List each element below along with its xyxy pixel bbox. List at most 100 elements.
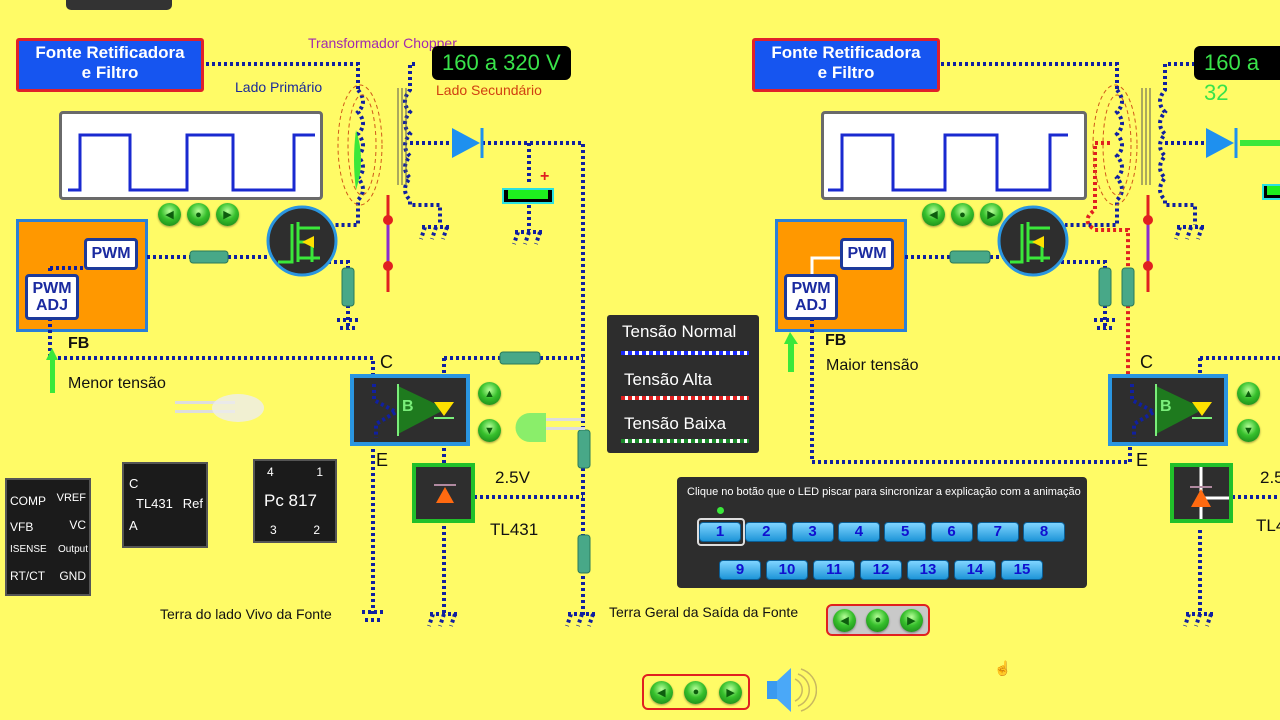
pwm-adj-line2: ADJ	[35, 297, 68, 314]
primary-side-label: Lado Primário	[235, 79, 323, 95]
ref-voltage-right: 2.5	[1260, 468, 1280, 487]
ground-output-label: Terra Geral da Saída da Fonte	[609, 604, 799, 620]
active-outline	[697, 518, 745, 546]
rectifier-filter-box-right: Fonte Retificadora e Filtro	[752, 38, 940, 92]
pin-2: 2	[313, 523, 320, 537]
e-label-left: E	[376, 450, 389, 470]
pause-button[interactable]: ●	[187, 203, 210, 226]
sync-button-1[interactable]: 1	[699, 522, 741, 542]
pwm-adj-line1: PWM	[791, 280, 831, 297]
down-button[interactable]: ▼	[478, 419, 501, 442]
down-button[interactable]: ▼	[1237, 419, 1260, 442]
legend-high-line	[621, 396, 749, 400]
optocoupler-right: B	[1108, 374, 1228, 446]
up-button[interactable]: ▲	[478, 382, 501, 405]
legend-high: Tensão Alta	[624, 370, 712, 389]
tl431-label-right: TL4	[1256, 516, 1280, 535]
fb-label-right: FB	[825, 332, 847, 349]
pin-ref: Ref	[182, 496, 203, 511]
sync-button-10[interactable]: 10	[766, 560, 808, 580]
sync-button-9[interactable]: 9	[719, 560, 761, 580]
sync-button-12[interactable]: 12	[860, 560, 902, 580]
ref-voltage-left: 2.5V	[495, 468, 530, 487]
rectifier-title-line2: e Filtro	[817, 63, 875, 82]
led-off	[175, 394, 264, 422]
sync-button-13[interactable]: 13	[907, 560, 949, 580]
panel-controls: ◀ ● ▶	[826, 604, 930, 636]
prev-button[interactable]: ◀	[922, 203, 945, 226]
led-indicator	[717, 507, 724, 514]
chip-name: TL431	[136, 496, 173, 511]
sync-button-15[interactable]: 15	[1001, 560, 1043, 580]
pin-3: 3	[270, 523, 277, 537]
sync-instruction: Clique no botão que o LED piscar para si…	[687, 486, 1081, 498]
chip-name: Pc 817	[264, 491, 317, 510]
main-next-button[interactable]: ▶	[719, 680, 743, 704]
pin-vref: VREF	[56, 492, 86, 504]
opto-adjust-left: ▲ ▼	[478, 382, 501, 442]
pwm-adj-line2: ADJ	[794, 297, 827, 314]
sync-button-2[interactable]: 2	[745, 522, 788, 542]
sync-button-14[interactable]: 14	[954, 560, 996, 580]
scope-controls-left: ◀ ● ▶	[158, 203, 239, 226]
pin-isense: ISENSE	[10, 544, 47, 555]
sync-button-5[interactable]: 5	[884, 522, 927, 542]
tl431-symbol-left	[412, 463, 475, 523]
diode-right	[1206, 128, 1238, 158]
voltage-display-left: 160 a 320 V	[432, 46, 571, 80]
capacitor-plus: +	[540, 168, 550, 185]
main-prev-button[interactable]: ◀	[649, 680, 673, 704]
prev-button[interactable]: ◀	[833, 608, 857, 632]
pin-rtct: RT/CT	[10, 569, 46, 583]
c-label-left: C	[380, 352, 393, 372]
optocoupler-left: B	[350, 374, 470, 446]
sync-button-8[interactable]: 8	[1023, 522, 1066, 542]
top-tab[interactable]	[66, 0, 172, 10]
main-pause-button[interactable]: ●	[684, 680, 708, 704]
legend-normal-line	[621, 351, 749, 355]
pc817-chip: 4 1 Pc 817 3 2	[253, 459, 337, 543]
up-button[interactable]: ▲	[1237, 382, 1260, 405]
pause-button[interactable]: ●	[951, 203, 974, 226]
pin-comp: COMP	[10, 494, 46, 508]
prev-button[interactable]: ◀	[158, 203, 181, 226]
pwm-adj-line1: PWM	[32, 280, 72, 297]
pin-vc: VC	[69, 518, 86, 532]
pwm-adj-block-right: PWM ADJ	[784, 274, 838, 320]
pin-c: C	[129, 476, 139, 491]
e-label-right: E	[1136, 450, 1149, 470]
pwm-controller-chip: COMP VFB ISENSE RT/CT VREF VC Output GND	[5, 478, 91, 596]
sync-panel: Clique no botão que o LED piscar para si…	[677, 477, 1087, 588]
voltage-display-right: 160 a 32	[1194, 46, 1280, 105]
next-button[interactable]: ▶	[980, 203, 1003, 226]
voltage-legend: Tensão Normal Tensão Alta Tensão Baixa	[607, 315, 759, 453]
sync-button-11[interactable]: 11	[813, 560, 855, 580]
diode-left	[452, 128, 484, 158]
next-button[interactable]: ▶	[899, 608, 923, 632]
mosfet-left	[266, 205, 338, 277]
b-label-right: B	[1160, 398, 1172, 415]
rectifier-title-line1: Fonte Retificadora	[35, 43, 185, 62]
legend-low-line	[621, 439, 749, 443]
sync-button-7[interactable]: 7	[976, 522, 1019, 542]
pause-button[interactable]: ●	[866, 608, 890, 632]
legend-low: Tensão Baixa	[624, 414, 727, 433]
legend-normal: Tensão Normal	[622, 322, 737, 341]
sync-button-4[interactable]: 4	[837, 522, 880, 542]
rectifier-title-line1: Fonte Retificadora	[771, 43, 921, 62]
next-button[interactable]: ▶	[216, 203, 239, 226]
secondary-side-label: Lado Secundário	[436, 82, 542, 98]
cursor-hand-icon: ☝	[994, 660, 1012, 676]
pin-output: Output	[57, 544, 88, 555]
pwm-adj-block-left: PWM ADJ	[25, 274, 79, 320]
fb-label-left: FB	[68, 335, 90, 352]
tl431-label-left: TL431	[490, 520, 539, 539]
opto-adjust-right: ▲ ▼	[1237, 382, 1260, 442]
main-controls: ◀ ● ▶	[642, 674, 750, 710]
pin-a: A	[129, 518, 138, 533]
speaker-icon[interactable]	[765, 665, 818, 715]
sync-button-3[interactable]: 3	[791, 522, 834, 542]
rectifier-title-line2: e Filtro	[81, 63, 139, 82]
sync-button-6[interactable]: 6	[930, 522, 973, 542]
b-label-left: B	[402, 398, 414, 415]
